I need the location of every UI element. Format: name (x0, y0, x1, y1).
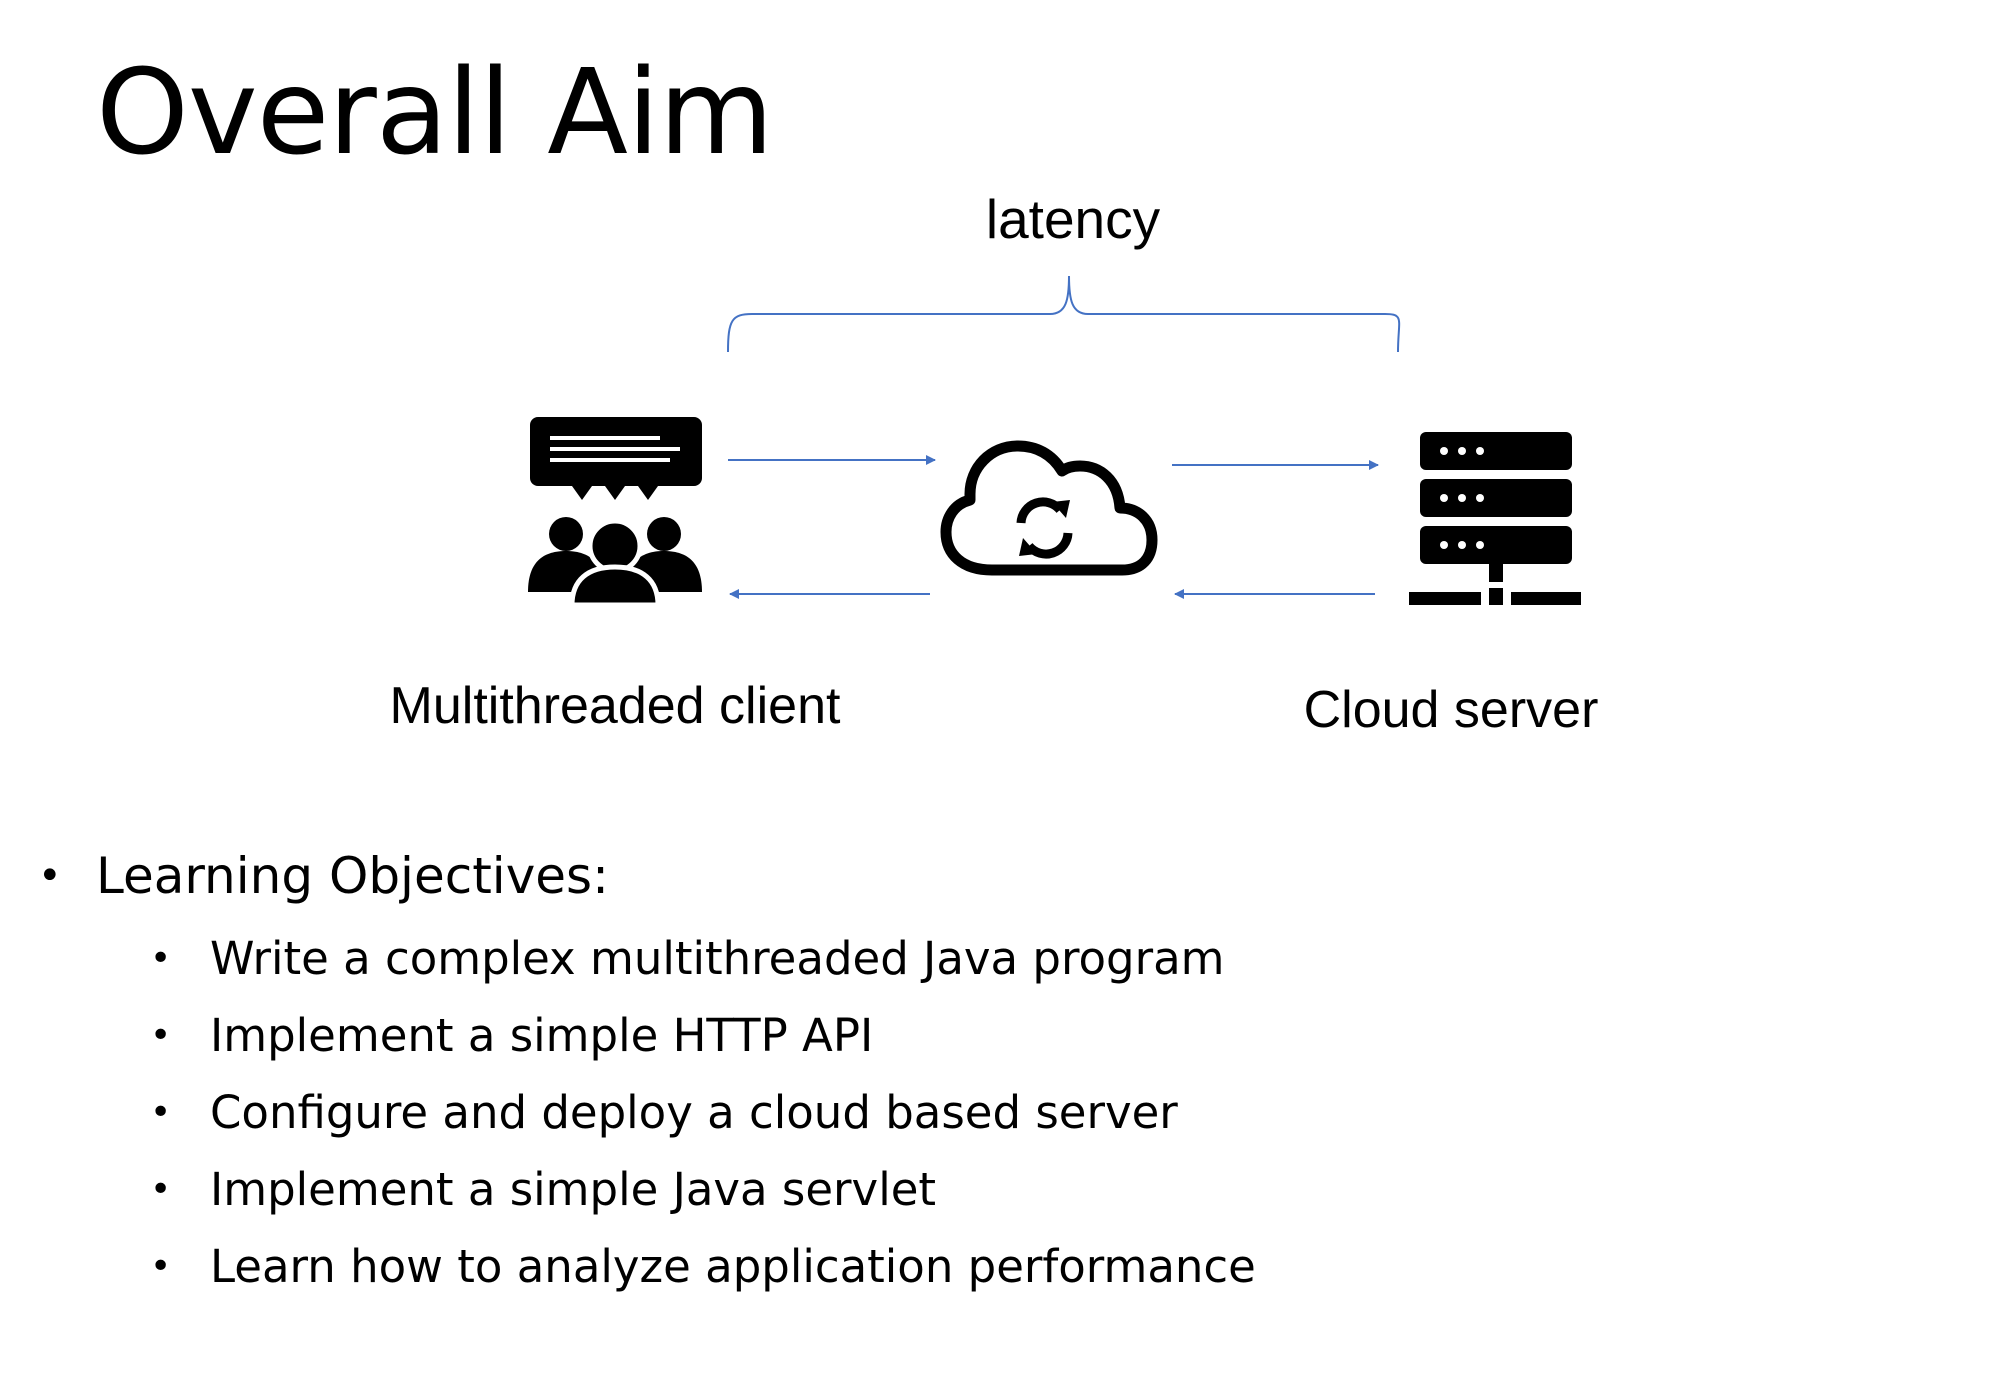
objective-text: Configure and deploy a cloud based serve… (210, 1086, 1178, 1139)
bullet-icon: • (150, 1092, 172, 1133)
objective-text: Write a complex multithreaded Java progr… (210, 932, 1225, 985)
bullet-icon: • (150, 1246, 172, 1287)
latency-label: latency (986, 188, 1161, 250)
bullet-icon: • (150, 1015, 172, 1056)
bullet-icon: • (150, 1169, 172, 1210)
objective-text: Implement a simple HTTP API (210, 1009, 874, 1062)
objectives-list: • Write a complex multithreaded Java prog… (150, 920, 1256, 1305)
list-item: • Write a complex multithreaded Java prog… (150, 920, 1256, 997)
slide-title: Overall Aim (96, 43, 774, 181)
client-label: Multithreaded client (390, 677, 841, 735)
list-item: • Implement a simple Java servlet (150, 1151, 1256, 1228)
objectives-heading-row: • Learning Objectives: (38, 840, 609, 912)
client-server-diagram: latency (390, 188, 1599, 739)
objective-text: Learn how to analyze application perform… (210, 1240, 1256, 1293)
list-item: • Configure and deploy a cloud based serv… (150, 1074, 1256, 1151)
cloud-sync-icon (940, 440, 1158, 576)
list-item: • Implement a simple HTTP API (150, 997, 1256, 1074)
server-label: Cloud server (1304, 681, 1599, 739)
objectives-heading: Learning Objectives: (96, 847, 609, 905)
server-rack-icon (1409, 432, 1581, 605)
objective-text: Implement a simple Java servlet (210, 1163, 937, 1216)
list-item: • Learn how to analyze application perfor… (150, 1228, 1256, 1305)
chat-users-icon (528, 417, 702, 608)
bullet-icon: • (38, 853, 62, 899)
latency-brace (727, 275, 1401, 353)
bullet-icon: • (150, 938, 172, 979)
